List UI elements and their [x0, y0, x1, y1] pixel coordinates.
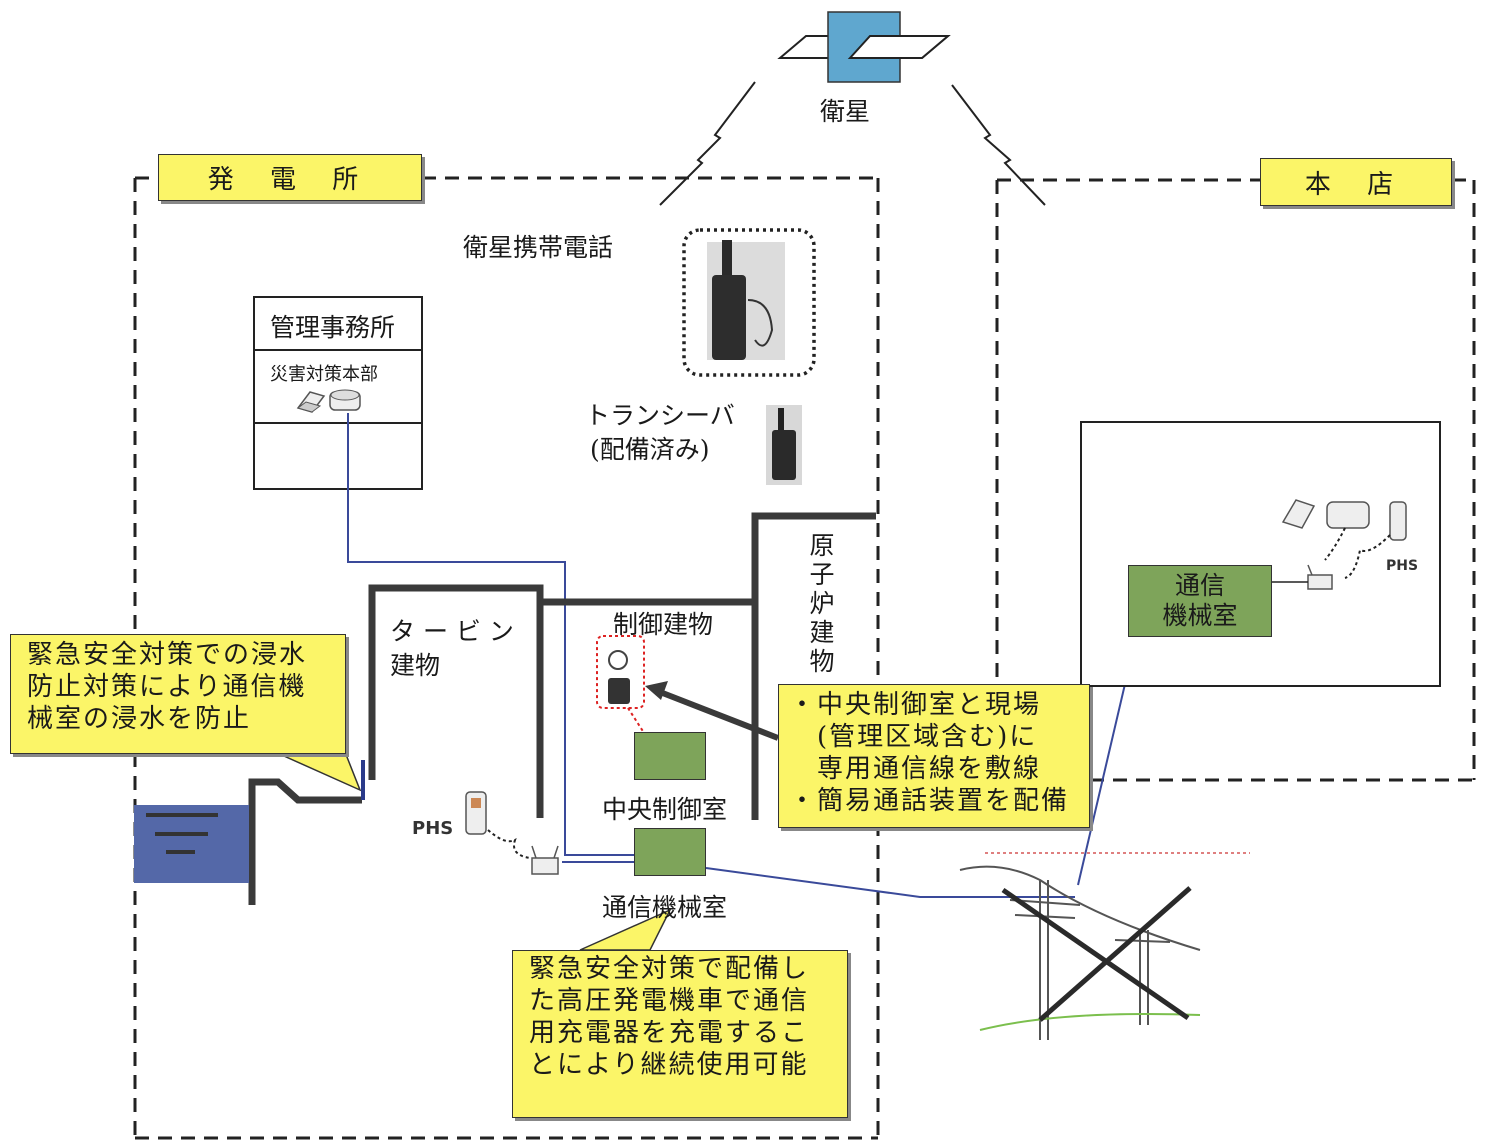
charging-callout: 緊急安全対策で配備し た高圧発電機車で通信 用充電器を充電するこ とにより継続使…: [512, 950, 848, 1118]
power-plant-boundary: [133, 176, 880, 1140]
head-office-building: [1080, 421, 1441, 687]
flood-prevention-callout: 緊急安全対策での浸水 防止対策により通信機 械室の浸水を防止: [10, 634, 346, 754]
control-building-label: 制御建物: [613, 610, 714, 639]
plant-phs-link: [487, 829, 531, 859]
head-office-phone-link: [1324, 527, 1346, 561]
satellite-icon: [777, 11, 951, 83]
intercom-device-icon: [608, 650, 630, 704]
management-office-title: 管理事務所: [270, 313, 396, 342]
pointer-arrow-line: [658, 689, 780, 741]
head-office-comm-room-box: 通信 機械室: [1128, 565, 1272, 637]
transceiver-label: トランシーバ: [585, 401, 735, 430]
satellite-phone-frame: [682, 228, 816, 377]
flood-callout-tail: [274, 751, 362, 792]
dedicated-line-callout: ・中央制御室と現場 (管理区域含む)に 専用通信線を敷線 ・簡易通話装置を配備: [778, 684, 1090, 828]
building-walls: [368, 512, 876, 820]
head-office-phs-icon: [1389, 501, 1407, 541]
intercom-link: [627, 707, 656, 751]
satellite-label: 衛星: [820, 97, 871, 126]
satellite-phone-icon: [707, 240, 785, 360]
damage-cross-icon: [1001, 886, 1192, 1022]
head-office-phs-label: PHS: [1386, 558, 1419, 574]
plant-base-station-icon: [531, 845, 559, 875]
radio-link-right: [951, 84, 1046, 206]
laptop-icon: [296, 391, 326, 413]
head-office-boundary: [995, 178, 1476, 782]
water-area: [134, 805, 249, 883]
reactor-building-label: 原子炉建物: [806, 532, 835, 677]
head-office-desk-phone-icon: [1326, 501, 1370, 529]
power-plant-label: 発 電 所: [158, 154, 422, 201]
desk-phone-icon: [329, 389, 361, 411]
plant-phs-icon: [465, 791, 487, 835]
comm-room-label: 通信機械室: [602, 893, 728, 922]
intercom-frame: [596, 635, 645, 709]
central-control-room-box: [634, 732, 706, 780]
central-control-room-label: 中央制御室: [602, 795, 728, 824]
head-office-laptop-icon: [1281, 499, 1316, 529]
turbine-building-label-2: 建物: [390, 651, 441, 680]
transceiver-icon: [766, 405, 802, 485]
head-office-label: 本 店: [1260, 158, 1452, 206]
plant-phs-label: PHS: [412, 818, 454, 839]
satellite-phone-label: 衛星携帯電話: [463, 233, 614, 262]
disaster-hq-label: 災害対策本部: [270, 364, 378, 385]
turbine-building-label: タ ー ビ ン: [390, 617, 514, 646]
transceiver-status: (配備済み): [590, 435, 710, 464]
radio-link-left: [659, 81, 756, 206]
head-office-phs-link: [1344, 534, 1391, 579]
comm-room-box: [634, 828, 706, 876]
pointer-arrow-head: [645, 681, 668, 700]
utility-pole-icon: [959, 865, 1201, 1040]
drain-pipe: [248, 778, 362, 905]
